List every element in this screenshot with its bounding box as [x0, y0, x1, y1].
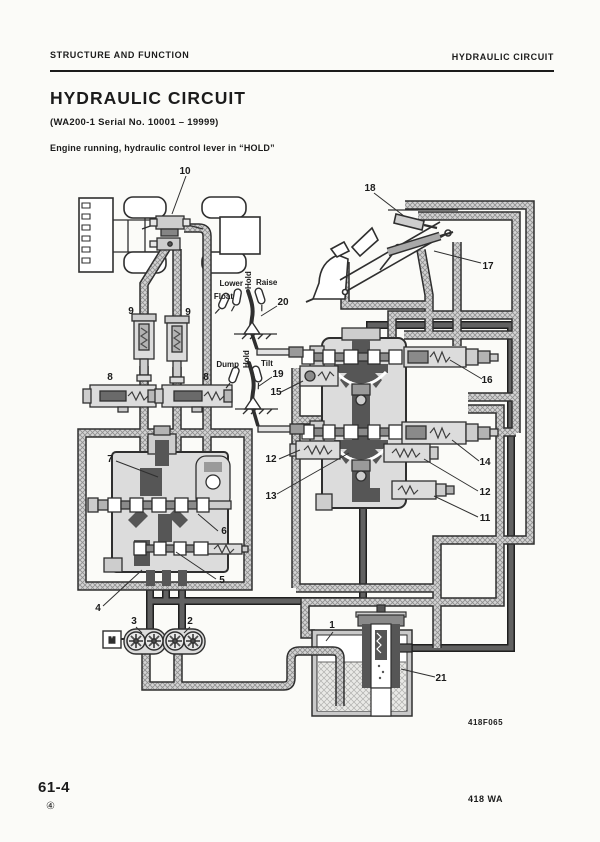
callout-1: 1 — [329, 620, 335, 631]
edition-mark: ④ — [46, 801, 55, 812]
flow-divider-spool — [133, 541, 249, 556]
page-number: 61-4 — [38, 779, 71, 796]
model-code: 418 WA — [468, 794, 504, 804]
label-lower: Lower — [219, 279, 243, 288]
label-raise: Raise — [256, 278, 278, 287]
callout-10: 10 — [179, 166, 191, 177]
figure-number: 418F065 — [468, 718, 504, 727]
relief-valve-14 — [401, 421, 499, 445]
callout-12-left: 12 — [265, 454, 277, 465]
callout-6: 6 — [221, 526, 227, 537]
demand-spool — [87, 497, 232, 513]
callout-19: 19 — [272, 369, 284, 380]
callout-7: 7 — [107, 454, 113, 465]
callout-leaders — [102, 175, 483, 678]
raise-position-pill — [253, 286, 269, 313]
label-hold-lift: Hold — [244, 271, 253, 289]
callout-2: 2 — [187, 616, 193, 627]
strainer — [355, 604, 413, 717]
demand-valve-assembly — [87, 425, 249, 586]
lever-labels: Float Lower Hold Raise Dump Hold Tilt — [214, 271, 278, 369]
tire — [201, 196, 247, 219]
callout-9-left: 9 — [128, 306, 134, 317]
callout-4: 4 — [95, 603, 101, 614]
header-rule — [50, 70, 554, 72]
label-tilt: Tilt — [261, 359, 273, 368]
condition-note: Engine running, hydraulic control lever … — [50, 143, 275, 153]
label-hold-bucket: Hold — [242, 350, 251, 368]
label-float: Float — [214, 292, 233, 301]
header-left: STRUCTURE AND FUNCTION — [50, 50, 190, 60]
page-title: HYDRAULIC CIRCUIT — [50, 88, 246, 108]
bucket-teeth — [81, 202, 91, 264]
callout-14: 14 — [479, 457, 491, 468]
callout-18: 18 — [364, 183, 376, 194]
callout-3: 3 — [131, 616, 137, 627]
relief-valve-11 — [391, 480, 455, 500]
callout-8-right: 8 — [203, 372, 209, 383]
callout-9-right: 9 — [185, 307, 191, 318]
suction-valve-12-right — [383, 443, 439, 463]
label-dump: Dump — [216, 360, 239, 369]
callout-16: 16 — [481, 375, 493, 386]
callout-17: 17 — [482, 261, 494, 272]
bucket-tooth — [305, 298, 314, 303]
callout-15: 15 — [270, 387, 282, 398]
tire — [123, 196, 167, 219]
pump-group: M — [102, 628, 206, 655]
callout-12-right: 12 — [479, 487, 491, 498]
check-valve-15 — [299, 365, 339, 387]
callout-21: 21 — [435, 673, 447, 684]
steering-cylinders — [131, 313, 190, 384]
bucket-control-lever — [224, 361, 305, 435]
callout-20: 20 — [277, 297, 289, 308]
main-control-valve — [289, 327, 499, 511]
relief-valve-16 — [403, 346, 499, 368]
suction-valve-12-left — [289, 440, 341, 460]
dump-position-pill — [224, 365, 241, 391]
callout-13: 13 — [265, 491, 277, 502]
engine-label: M — [109, 636, 116, 645]
lift-cylinder — [393, 213, 425, 231]
loader-side-view — [305, 209, 458, 303]
steering-valve-plan — [141, 215, 204, 251]
callout-5: 5 — [219, 575, 225, 586]
callout-8-left: 8 — [107, 372, 113, 383]
serial-range: (WA200-1 Serial No. 10001 – 19999) — [50, 117, 219, 128]
lift-control-lever — [214, 286, 304, 358]
callout-11: 11 — [480, 513, 491, 524]
callouts: 1 2 3 4 5 6 7 8 8 9 9 10 11 12 12 13 14 … — [95, 166, 494, 684]
header-right: HYDRAULIC CIRCUIT — [451, 52, 554, 62]
safety-valves — [82, 384, 233, 413]
